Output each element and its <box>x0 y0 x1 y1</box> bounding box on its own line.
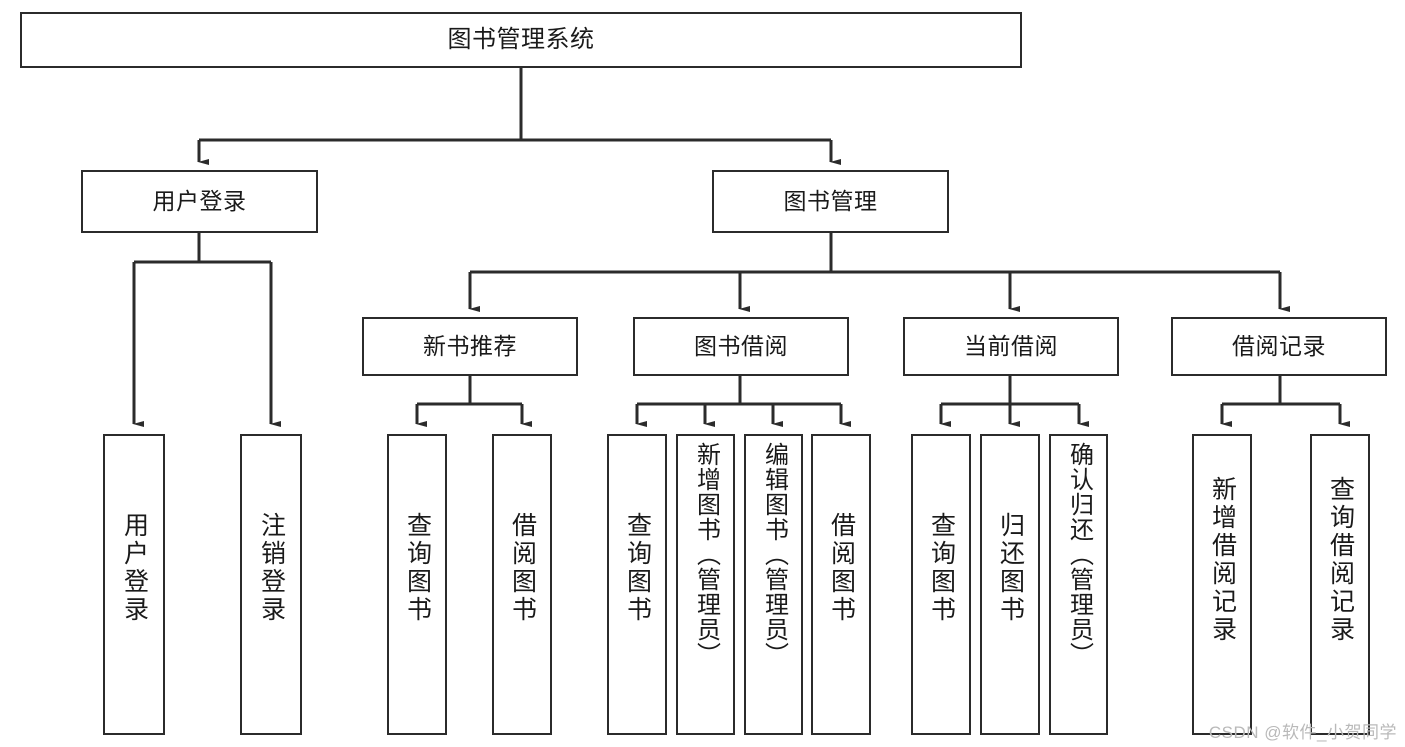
node-label: 查询图书 <box>623 512 652 624</box>
node-root-system[interactable]: 图书管理系统 <box>20 12 1022 68</box>
node-label: 借阅记录 <box>1232 332 1326 359</box>
node-label: 查询图书 <box>403 512 432 624</box>
leaf-borrow-borrow-book[interactable]: 借阅图书 <box>811 434 871 735</box>
leaf-user-login-signin[interactable]: 用户登录 <box>103 434 165 735</box>
node-label: 新书推荐 <box>423 332 517 359</box>
node-label: 确认归还（管理员） <box>1065 442 1093 667</box>
leaf-record-query-record[interactable]: 查询借阅记录 <box>1310 434 1370 735</box>
node-current-borrow[interactable]: 当前借阅 <box>903 317 1119 376</box>
node-label: 借阅图书 <box>827 512 856 624</box>
node-label: 查询图书 <box>927 512 956 624</box>
node-borrow-record[interactable]: 借阅记录 <box>1171 317 1387 376</box>
leaf-recommend-query-book[interactable]: 查询图书 <box>387 434 447 735</box>
leaf-current-confirm-return-admin[interactable]: 确认归还（管理员） <box>1049 434 1108 735</box>
leaf-recommend-borrow-book[interactable]: 借阅图书 <box>492 434 552 735</box>
node-label: 注销登录 <box>257 512 286 624</box>
node-user-login[interactable]: 用户登录 <box>81 170 318 233</box>
node-book-management[interactable]: 图书管理 <box>712 170 949 233</box>
node-book-borrow[interactable]: 图书借阅 <box>633 317 849 376</box>
node-label: 图书借阅 <box>694 332 788 359</box>
node-label: 图书管理系统 <box>447 25 595 53</box>
node-new-book-recommend[interactable]: 新书推荐 <box>362 317 578 376</box>
csdn-watermark: CSDN @软件_小贺同学 <box>1208 723 1397 742</box>
node-label: 用户登录 <box>152 187 247 214</box>
leaf-record-add-record[interactable]: 新增借阅记录 <box>1192 434 1252 735</box>
leaf-current-return-book[interactable]: 归还图书 <box>980 434 1040 735</box>
leaf-borrow-edit-book-admin[interactable]: 编辑图书（管理员） <box>744 434 803 735</box>
node-label: 借阅图书 <box>508 512 537 624</box>
node-label: 归还图书 <box>996 512 1025 624</box>
leaf-user-login-signout[interactable]: 注销登录 <box>240 434 302 735</box>
leaf-current-query-book[interactable]: 查询图书 <box>911 434 971 735</box>
node-label: 查询借阅记录 <box>1326 476 1355 644</box>
node-label: 新增借阅记录 <box>1208 476 1237 644</box>
leaf-borrow-query-book[interactable]: 查询图书 <box>607 434 667 735</box>
node-label: 编辑图书（管理员） <box>760 442 788 667</box>
node-label: 当前借阅 <box>964 332 1058 359</box>
node-label: 用户登录 <box>120 512 149 624</box>
leaf-borrow-add-book-admin[interactable]: 新增图书（管理员） <box>676 434 735 735</box>
node-label: 图书管理 <box>783 187 878 214</box>
node-label: 新增图书（管理员） <box>692 442 720 667</box>
